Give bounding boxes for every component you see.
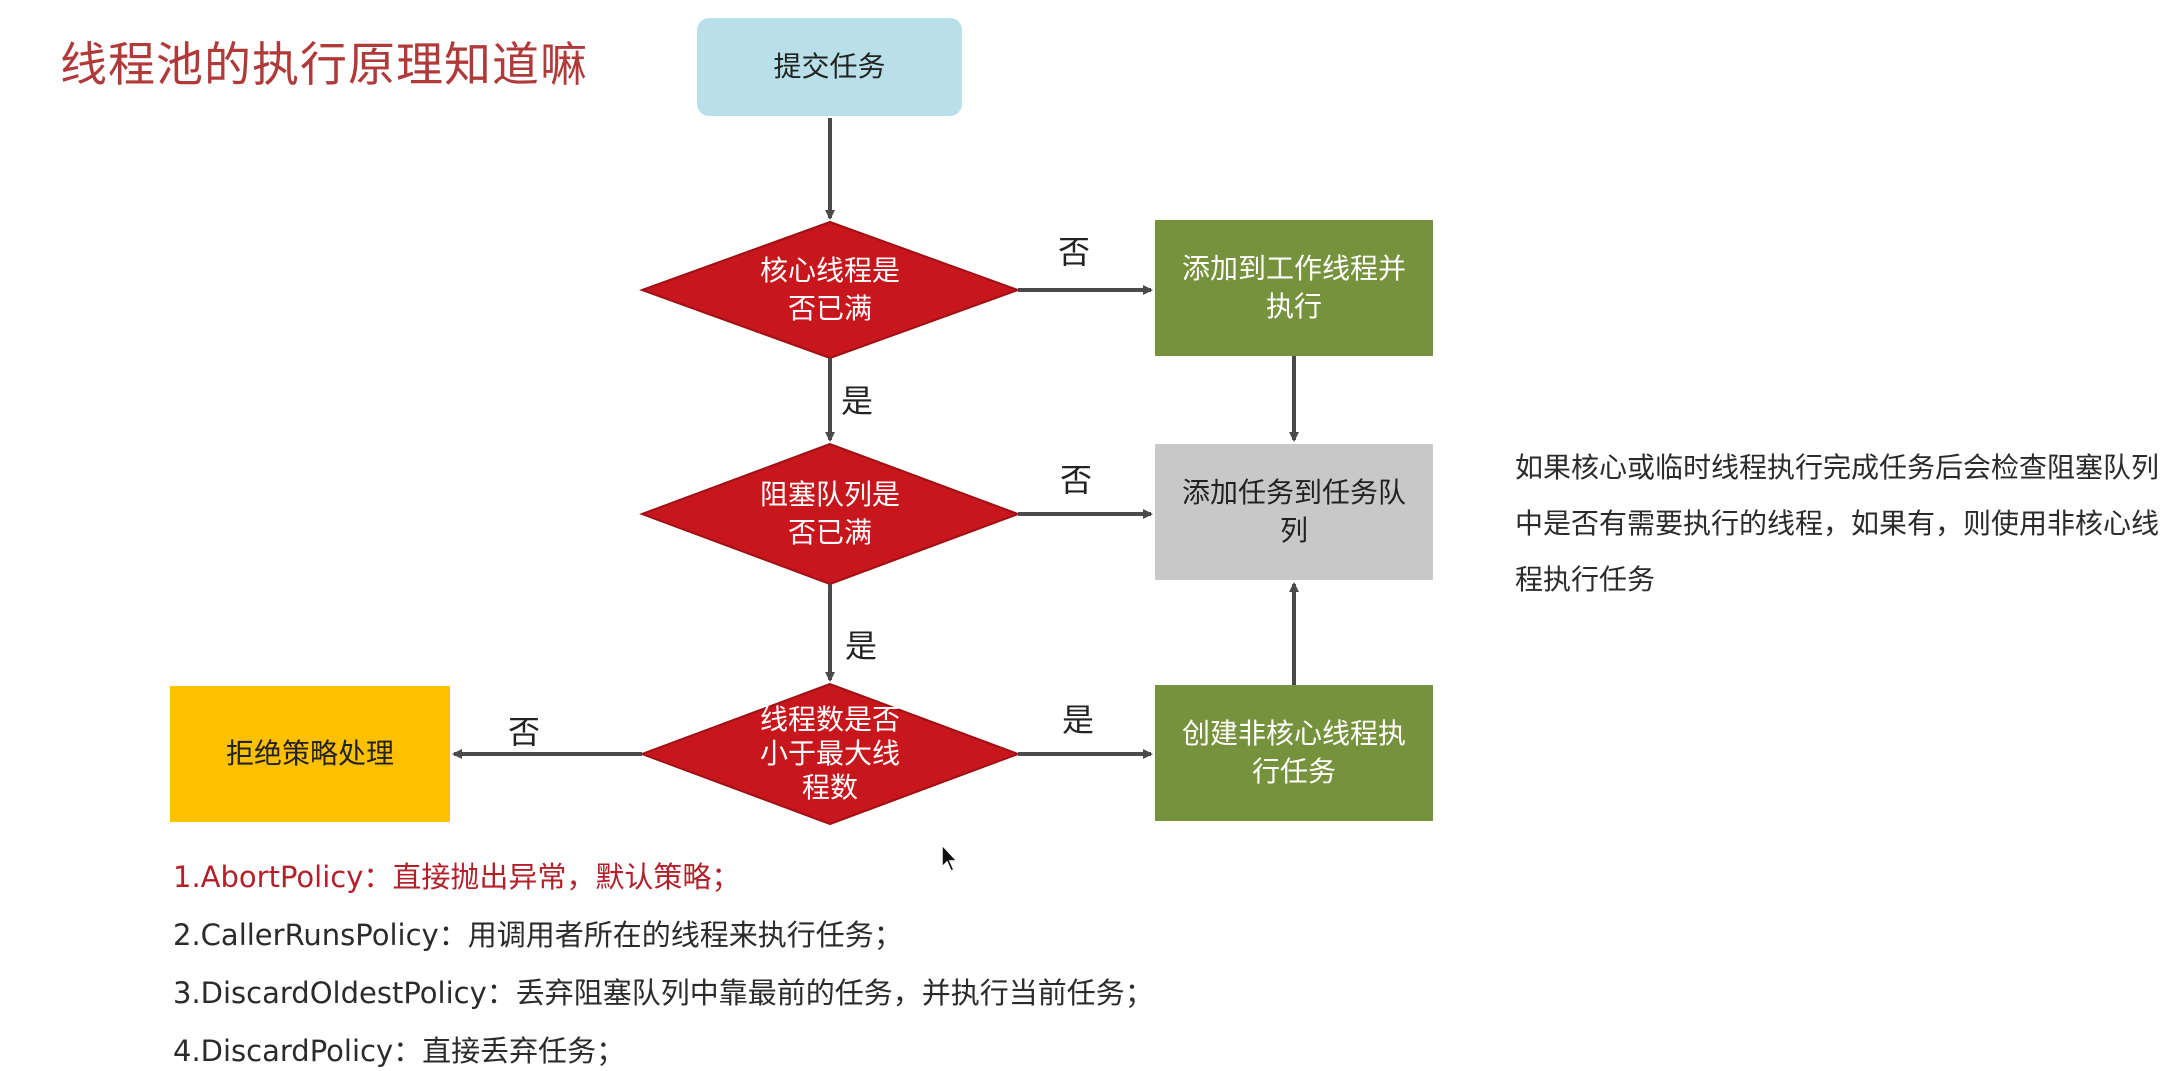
policy-list: 1.AbortPolicy：直接抛出异常，默认策略； 2.CallerRunsP… (173, 848, 1154, 1071)
node-core-full-label: 核心线程是 否已满 (759, 254, 900, 325)
edge-label-max-no: 否 (508, 713, 541, 751)
node-submit-label: 提交任务 (773, 50, 886, 83)
node-create-noncore-label: 创建非核心线程执 行任务 (1181, 717, 1406, 788)
policy-item-discard-oldest: 3.DiscardOldestPolicy：丢弃阻塞队列中靠最前的任务，并执行当… (173, 976, 1154, 1010)
node-submit (697, 18, 962, 116)
edge-label-core-yes: 是 (841, 382, 874, 420)
node-add-queue-label: 添加任务到任务队 列 (1181, 476, 1406, 547)
policy-item-caller-runs: 2.CallerRunsPolicy：用调用者所在的线程来执行任务； (173, 918, 903, 952)
policy-item-abort: 1.AbortPolicy：直接抛出异常，默认策略； (173, 860, 741, 894)
node-add-queue (1155, 444, 1433, 580)
node-add-worker-label: 添加到工作线程并 执行 (1181, 252, 1406, 323)
policy-item-discard: 4.DiscardPolicy：直接丢弃任务； (173, 1034, 626, 1068)
node-add-worker (1155, 220, 1433, 356)
slide-title: 线程池的执行原理知道嘛 (60, 38, 588, 93)
node-reject-label: 拒绝策略处理 (225, 737, 394, 770)
edge-label-max-yes: 是 (1062, 701, 1095, 739)
node-create-noncore (1155, 685, 1433, 821)
edge-label-queue-yes: 是 (845, 627, 878, 665)
node-less-than-max-label: 线程数是否 小于最大线 程数 (759, 703, 900, 804)
side-note: 如果核心或临时线程执行完成任务后会检查阻塞队列中是否有需要执行的线程，如果有，则… (1515, 451, 2160, 596)
mouse-pointer-icon (941, 843, 959, 872)
node-reject (170, 686, 450, 822)
node-queue-full-label: 阻塞队列是 否已满 (759, 478, 900, 549)
edge-label-core-no: 否 (1058, 233, 1091, 271)
edge-label-queue-no: 否 (1060, 461, 1093, 499)
node-less-than-max-diamond (639, 682, 1021, 826)
